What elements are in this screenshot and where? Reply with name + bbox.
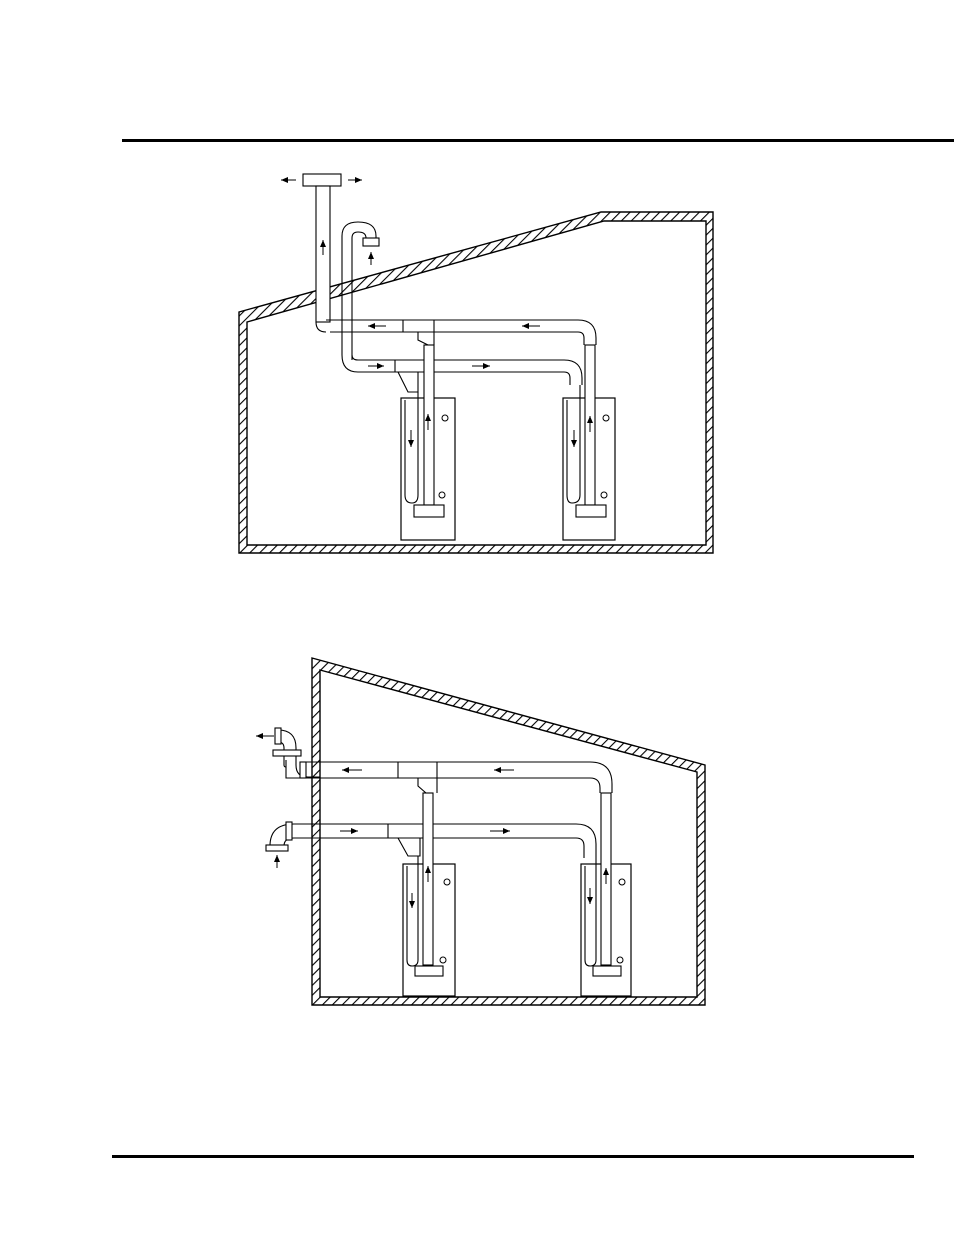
exhaust-termination <box>256 728 320 778</box>
water-heater-4 <box>581 793 631 996</box>
exhaust-header <box>306 762 612 793</box>
diagram-vertical-vent <box>239 174 713 553</box>
water-heater-2 <box>563 345 615 540</box>
intake-header <box>320 824 596 858</box>
intake-header <box>342 355 582 392</box>
diagram-horizontal-vent <box>256 658 705 1005</box>
water-heater-1 <box>401 345 455 540</box>
building-wall <box>239 212 713 553</box>
exhaust-header <box>326 320 596 345</box>
